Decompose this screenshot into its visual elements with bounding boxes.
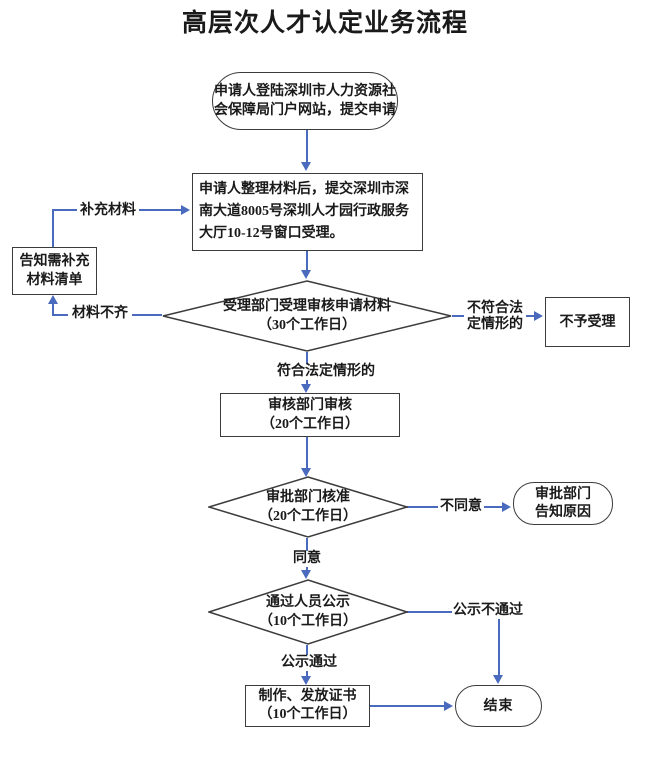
edge-label-incomplete: 材料不齐 [68,306,132,322]
arrow-accept-reject-head [534,311,543,321]
node-end-line1: 结束 [483,698,514,714]
node-review: 审核部门审核 （20个工作日） [220,393,400,437]
node-review-line2: （20个工作日） [261,417,359,432]
node-start-line1: 申请人登陆深圳市人力资源社 [214,84,396,99]
arrow-notify-submit-head [181,205,190,215]
node-publicity-line2: （10个工作日） [259,614,357,629]
node-approve: 审批部门核准 （20个工作日） [208,476,408,538]
diamond-shape [208,476,408,538]
node-review-line1: 审核部门审核 [268,398,352,413]
arrow-start-submit-line [306,130,308,163]
arrow-publicity-end-head [493,675,503,684]
arrow-notify-submit-vline [52,210,54,247]
node-submit: 申请人整理材料后，提交深圳市深 南大道8005号深圳人才园行政服务 大厅10-1… [192,173,423,251]
node-notify-line2: 材料清单 [26,273,83,288]
arrow-accept-review-head [301,384,311,393]
diamond-shape [162,280,452,352]
edge-label-not-conform: 不符合法 定情形的 [464,301,526,333]
node-notify-line1: 告知需补充 [19,254,90,269]
node-approve-line2: （20个工作日） [259,509,357,524]
edge-label-not-conform-line2: 定情形的 [467,317,523,332]
edge-label-agree: 同意 [291,551,323,567]
arrow-accept-notify-head [48,295,58,304]
arrow-publicity-end-vline [498,611,500,676]
node-reject-line1: 不予受理 [559,314,616,330]
arrow-approve-inform-head [502,502,511,512]
node-inform-line2: 告知原因 [535,504,591,520]
node-accept-line2: （30个工作日） [258,318,356,333]
arrow-review-approve-head [301,468,311,477]
node-accept-review: 受理部门受理审核申请材料 （30个工作日） [162,280,452,352]
node-accept-line1: 受理部门受理审核申请材料 [223,299,391,314]
edge-label-supplement: 补充材料 [77,203,139,219]
flowchart-title: 高层次人才认定业务流程 [181,10,468,37]
arrow-approve-publicity-head [301,570,311,579]
arrow-accept-notify-vline [52,304,54,315]
node-issue-certificate: 制作、发放证书 （10个工作日） [245,685,370,727]
node-submit-line1: 申请人整理材料后，提交深圳市深 [199,182,409,197]
edge-label-publicity-pass: 公示通过 [280,655,338,671]
arrow-issue-end-head [444,701,453,711]
edge-label-disagree: 不同意 [438,499,484,515]
node-start: 申请人登陆深圳市人力资源社 会保障局门户网站，提交申请 [212,72,398,130]
arrow-start-submit-head [301,162,311,171]
node-approve-line1: 审批部门核准 [266,490,350,505]
arrow-issue-end-line [370,705,446,707]
node-submit-line3: 大厅10-12号窗口受理。 [199,226,344,241]
node-start-line2: 会保障局门户网站，提交申请 [214,103,396,118]
arrow-submit-accept-line [306,251,308,271]
diamond-shape [208,579,408,645]
node-submit-line2: 南大道8005号深圳人才园行政服务 [199,204,409,219]
arrow-review-approve-line [306,437,308,469]
node-reject: 不予受理 [545,297,630,347]
node-issue-line2: （10个工作日） [258,707,357,722]
node-issue-line1: 制作、发放证书 [258,689,357,704]
arrow-submit-accept-head [301,270,311,279]
edge-label-publicity-fail: 公示不通过 [452,603,524,619]
edge-label-not-conform-line1: 不符合法 [467,301,523,316]
arrow-publicity-issue-head [301,676,311,685]
node-notify: 告知需补充 材料清单 [12,247,97,295]
node-inform-line1: 审批部门 [535,486,591,502]
node-publicity-line1: 通过人员公示 [266,595,350,610]
node-end: 结束 [455,685,542,727]
node-inform-reason: 审批部门 告知原因 [513,482,613,525]
node-publicity: 通过人员公示 （10个工作日） [208,579,408,645]
edge-label-conform: 符合法定情形的 [274,364,378,380]
